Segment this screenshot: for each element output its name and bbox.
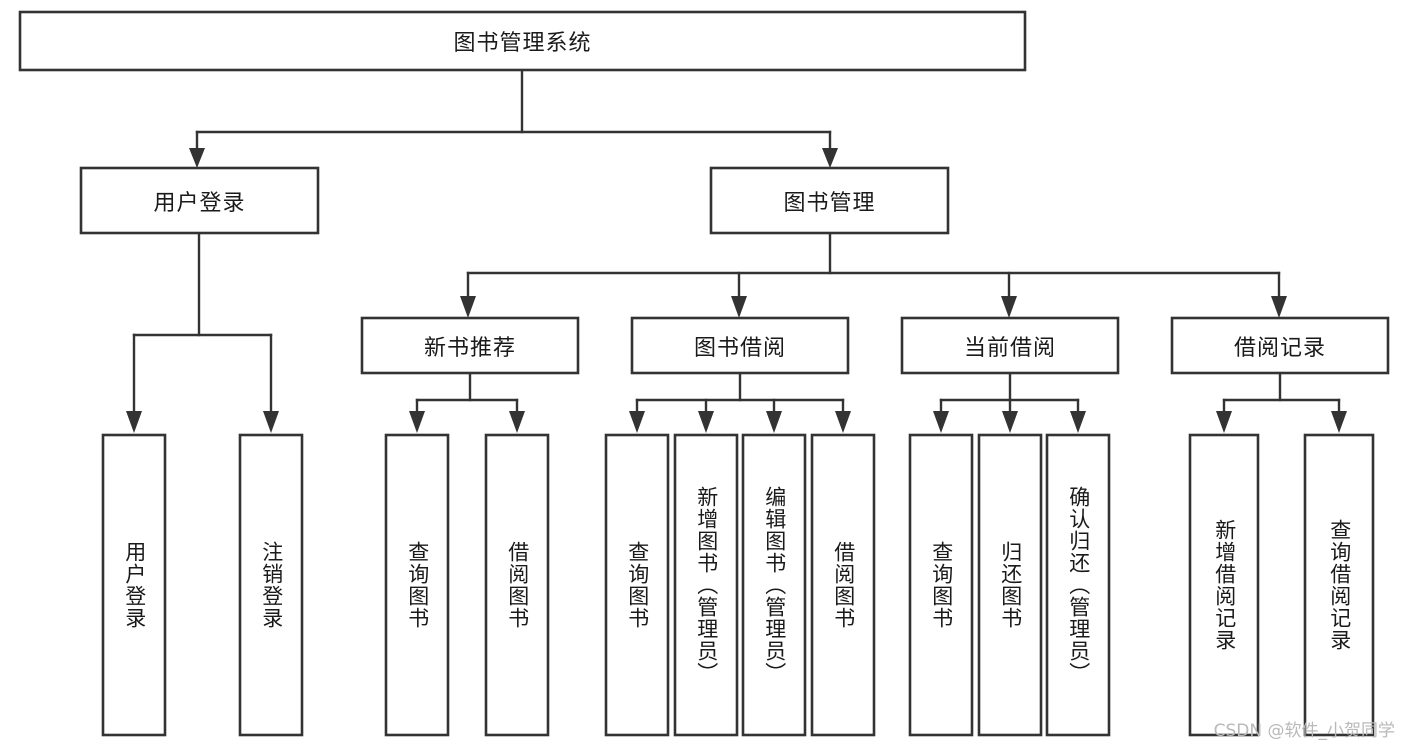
leaf-box-new-book-2[interactable] xyxy=(484,433,550,737)
arrowhead-currentborrow-leaf-1 xyxy=(933,411,949,433)
arrowhead-currentborrow-leaf-3 xyxy=(1070,411,1086,433)
node-root-box[interactable] xyxy=(18,10,1027,72)
node-current-borrow-box[interactable] xyxy=(900,316,1120,375)
arrowhead-to-new-book xyxy=(460,296,476,318)
node-book-management-box[interactable] xyxy=(709,166,950,235)
arrowhead-bookborrow-leaf-4 xyxy=(835,411,851,433)
arrowhead-currentborrow-leaf-2 xyxy=(1002,411,1018,433)
arrowhead-borrowrecord-leaf-1 xyxy=(1216,411,1232,433)
leaf-box-current-borrow-3[interactable] xyxy=(1045,433,1111,737)
leaf-box-borrow-record-2[interactable] xyxy=(1303,433,1375,737)
arrowhead-to-borrow-record xyxy=(1271,296,1287,318)
leaf-box-new-book-1[interactable] xyxy=(384,433,450,737)
arrowhead-user-leaf-2 xyxy=(263,411,279,433)
arrowhead-newbook-leaf-1 xyxy=(409,411,425,433)
arrowhead-to-book-management xyxy=(822,148,838,168)
node-book-borrow-box[interactable] xyxy=(630,316,850,375)
leaf-box-borrow-record-1[interactable] xyxy=(1188,433,1260,737)
leaf-box-book-borrow-1[interactable] xyxy=(604,433,670,737)
arrowhead-to-current-borrow xyxy=(1001,296,1017,318)
arrowhead-borrowrecord-leaf-2 xyxy=(1331,411,1347,433)
arrowhead-bookborrow-leaf-1 xyxy=(629,411,645,433)
leaf-box-book-borrow-3[interactable] xyxy=(741,433,807,737)
arrowhead-to-user-login xyxy=(189,148,205,168)
arrowhead-bookborrow-leaf-3 xyxy=(766,411,782,433)
leaf-box-user-login-2[interactable] xyxy=(238,433,304,737)
node-new-book-recommend-box[interactable] xyxy=(360,316,580,375)
leaf-box-current-borrow-1[interactable] xyxy=(908,433,974,737)
arrowhead-newbook-leaf-2 xyxy=(509,411,525,433)
node-borrow-record-box[interactable] xyxy=(1170,316,1390,375)
leaf-box-user-login-1[interactable] xyxy=(101,433,167,737)
leaf-box-book-borrow-2[interactable] xyxy=(673,433,739,737)
leaf-box-current-borrow-2[interactable] xyxy=(977,433,1043,737)
leaf-box-book-borrow-4[interactable] xyxy=(810,433,876,737)
node-user-login-box[interactable] xyxy=(79,166,320,235)
arrowhead-bookborrow-leaf-2 xyxy=(698,411,714,433)
arrowhead-user-leaf-1 xyxy=(126,411,142,433)
arrowhead-to-book-borrow xyxy=(731,296,747,318)
